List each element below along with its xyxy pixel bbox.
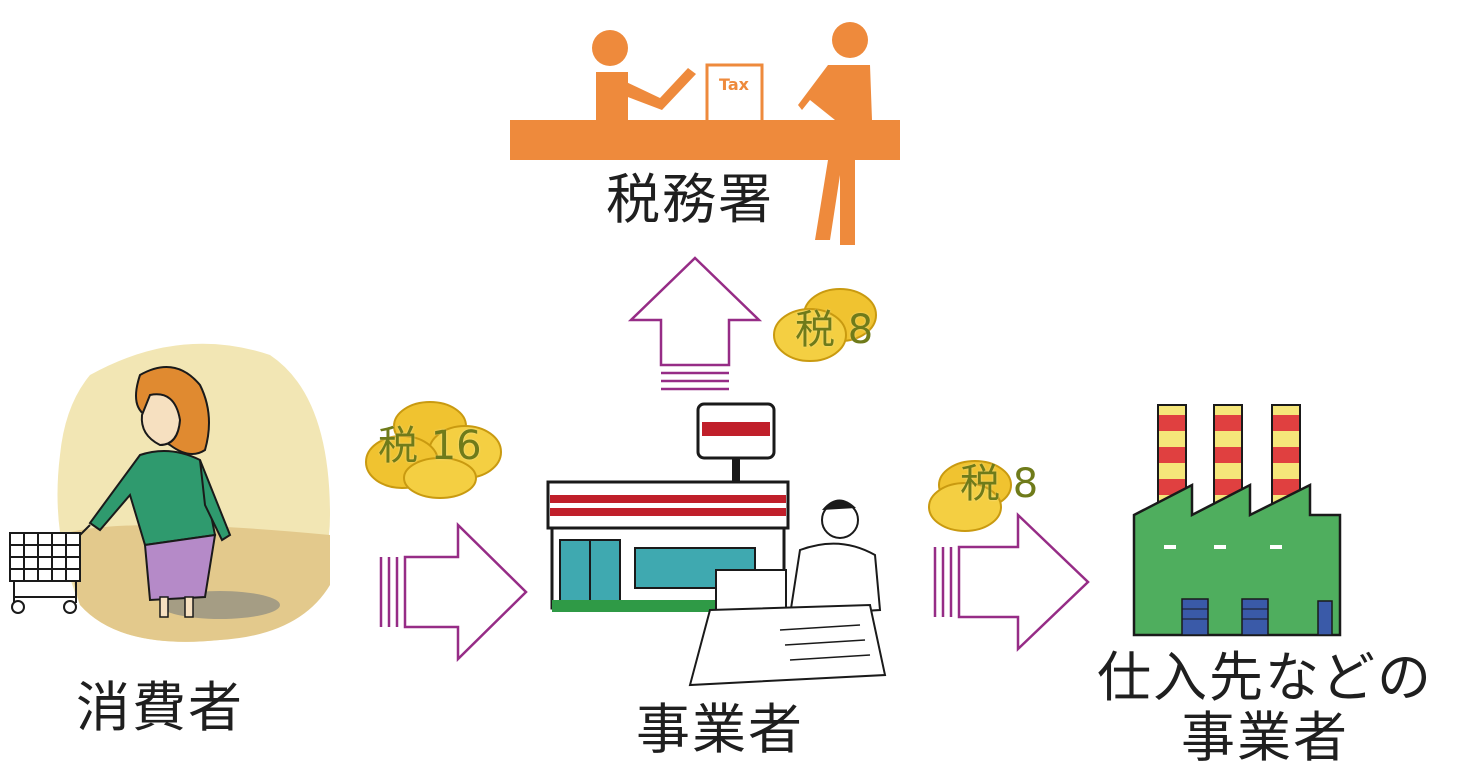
arrow-business-to-tax-office (625, 255, 765, 395)
supplier-label-line1: 仕入先などの (1097, 646, 1433, 709)
tax-clerk-arm (620, 68, 696, 110)
tax-box (705, 63, 764, 125)
store-clerk-body (788, 542, 882, 617)
supplier-label: 仕入先などの 事業者 (1085, 648, 1445, 768)
consumer-label: 消費者 (76, 676, 244, 739)
tax-amount-to-tax-office: 税 8 (795, 307, 874, 353)
shopping-cart (9, 524, 91, 614)
coins-tax-office (770, 285, 880, 365)
tax-visitor-body (798, 65, 872, 120)
tax-box-label: Tax (719, 75, 750, 94)
coins-supplier (925, 455, 1045, 535)
tax-amount-business-to-supplier: 税 8 (960, 461, 1039, 507)
arrow-consumer-to-business (378, 522, 530, 662)
business-label: 事業者 (636, 698, 804, 761)
supplier-illustration (1130, 395, 1345, 640)
consumer-face (140, 393, 182, 447)
tax-clerk-head (592, 30, 628, 66)
tax-visitor-head (832, 22, 868, 58)
consumer-sweater (88, 450, 217, 547)
tax-counter (510, 120, 900, 160)
tax-office-label: 税務署 (606, 168, 774, 231)
store-roof (546, 480, 790, 530)
factory-doors (1181, 598, 1333, 636)
store-register (715, 569, 787, 611)
business-illustration (540, 400, 900, 690)
tax-clerk-body (596, 72, 628, 120)
supplier-label-line2: 事業者 (1181, 706, 1349, 769)
tax-visitor-legs (815, 160, 855, 245)
consumer-skirt (143, 533, 217, 602)
factory-building (1132, 482, 1342, 637)
tax-office-illustration: Tax (510, 10, 900, 260)
coins-consumer (360, 400, 510, 500)
consumer-illustration (0, 335, 335, 650)
tax-amount-consumer-to-business: 税 16 (378, 423, 482, 469)
arrow-business-to-supplier (932, 512, 1092, 652)
